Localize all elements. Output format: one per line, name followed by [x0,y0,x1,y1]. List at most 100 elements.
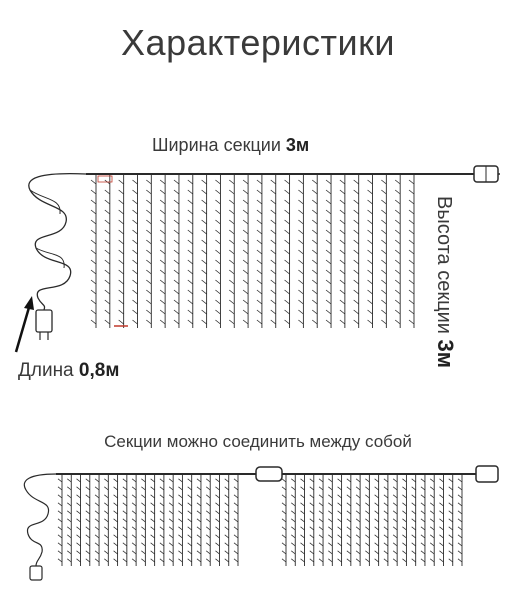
led-icon [374,478,379,483]
led-icon [215,510,220,515]
led-icon [215,259,221,265]
led-icon [104,199,111,205]
led-icon [270,239,276,245]
led-icon [284,269,290,275]
led-icon [242,269,249,275]
led-icon [298,249,304,255]
led-icon [76,510,81,515]
led-icon [339,229,346,235]
led-icon [205,518,211,523]
led-icon [325,249,332,255]
led-icon [429,478,435,483]
led-icon [57,510,63,515]
led-icon [224,550,229,555]
led-icon [76,542,81,547]
led-icon [76,502,81,507]
led-icon [141,502,146,507]
led-icon [173,269,180,275]
led-icon [392,534,398,539]
led-icon [67,494,72,499]
led-icon [224,494,229,499]
led-icon [291,510,296,515]
led-icon [374,494,379,499]
led-icon [118,249,124,255]
led-icon [76,550,81,555]
led-icon [270,219,276,225]
led-icon [90,299,97,305]
led-icon [104,289,111,295]
led-icon [76,558,81,563]
led-icon [365,502,370,507]
led-icon [132,179,138,185]
led-icon [187,309,194,315]
led-icon [159,219,166,225]
led-icon [94,534,100,539]
led-icon [201,319,207,325]
led-icon [90,289,97,295]
led-icon [270,319,276,325]
led-icon [284,219,290,225]
led-icon [353,269,359,275]
led-icon [215,199,221,205]
led-icon [229,189,235,195]
led-icon [383,518,389,523]
led-icon [355,550,361,555]
led-icon [201,199,207,205]
led-icon [178,542,183,547]
led-icon [196,502,202,507]
led-icon [201,269,207,275]
led-icon [408,289,415,295]
led-icon [122,502,128,507]
led-icon [337,550,342,555]
led-icon [196,518,202,523]
led-icon [173,219,180,225]
led-icon [337,542,342,547]
led-icon [205,550,211,555]
led-icon [411,534,416,539]
led-icon [328,486,333,491]
led-icon [159,189,166,195]
led-icon [381,239,387,245]
led-icon [439,486,444,491]
led-icon [311,249,318,255]
led-icon [339,289,346,295]
led-icon [131,518,137,523]
led-icon [346,542,352,547]
led-icon [325,199,332,205]
led-icon [229,229,235,235]
led-icon [318,510,324,515]
section-width-prefix: Ширина секции [152,135,286,155]
led-icon [367,229,373,235]
led-icon [224,502,229,507]
led-icon [104,299,111,305]
led-icon [394,209,401,215]
led-icon [408,199,415,205]
led-icon [381,299,387,305]
led-icon [383,558,389,563]
led-icon [132,319,138,325]
led-icon [381,259,387,265]
led-icon [113,510,118,515]
led-icon [367,279,373,285]
led-icon [367,199,373,205]
led-icon [392,502,398,507]
led-icon [57,486,63,491]
led-icon [94,526,100,531]
led-icon [439,518,444,523]
led-icon [355,542,361,547]
led-icon [233,486,239,491]
led-icon [104,526,109,531]
led-icon [215,542,220,547]
led-icon [178,518,183,523]
led-icon [141,534,146,539]
led-icon [242,209,249,215]
led-icon [411,518,416,523]
led-icon [311,189,318,195]
led-icon [215,309,221,315]
led-icon [168,558,174,563]
led-icon [339,309,346,315]
led-icon [256,219,263,225]
led-icon [90,199,97,205]
led-icon [168,510,174,515]
led-icon [141,558,146,563]
